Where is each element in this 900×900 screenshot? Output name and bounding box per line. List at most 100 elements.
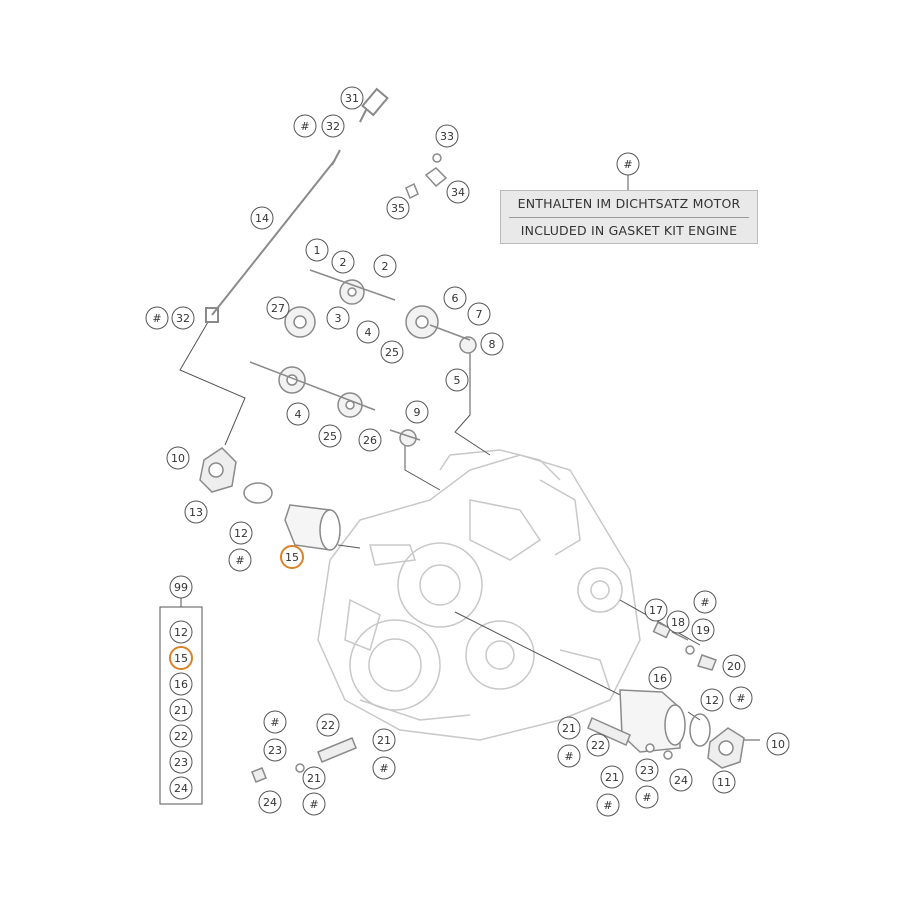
callout-circle [648, 666, 672, 690]
callout-22: 22 [169, 724, 193, 748]
callout-circle [169, 776, 193, 800]
callout-4: 4 [286, 402, 310, 426]
callout-circle [691, 618, 715, 642]
callout-24: 24 [669, 768, 693, 792]
callout-label: 24 [174, 782, 188, 795]
callout-label: 35 [391, 202, 405, 215]
callout-12: 12 [169, 620, 193, 644]
callout-circle [293, 114, 317, 138]
callout-circle [435, 124, 459, 148]
callout-circle [229, 521, 253, 545]
callout-label: 33 [440, 130, 454, 143]
callout-31: 31 [340, 86, 364, 110]
callout-circle [169, 575, 193, 599]
gasket-kit-legend: ENTHALTEN IM DICHTSATZ MOTOR INCLUDED IN… [500, 190, 758, 244]
callout-label: 31 [345, 92, 359, 105]
callout-circle [171, 306, 195, 330]
callout-3: 3 [326, 306, 350, 330]
callout-label: 6 [452, 292, 459, 305]
callout-circle [321, 114, 345, 138]
callout-label: 25 [323, 430, 337, 443]
callout-label: 17 [649, 604, 663, 617]
legend-line-english: INCLUDED IN GASKET KIT ENGINE [520, 223, 738, 238]
legend-marker-label: # [623, 158, 632, 171]
callout-label: # [642, 791, 651, 804]
callout-99: 99 [169, 575, 193, 599]
callout-label: # [235, 554, 244, 567]
callout-1: 1 [305, 238, 329, 262]
callout-hash: # [372, 756, 396, 780]
callout-34: 34 [446, 180, 470, 204]
callout-label: # [270, 716, 279, 729]
callout-10: 10 [766, 732, 790, 756]
callout-label: 22 [591, 739, 605, 752]
callout-hash: # [557, 744, 581, 768]
callout-circle [480, 332, 504, 356]
callout-10: 10 [166, 446, 190, 470]
callout-circle [302, 766, 326, 790]
callout-label: 8 [489, 338, 496, 351]
callout-label: 27 [271, 302, 285, 315]
callout-circle [169, 672, 193, 696]
callout-5: 5 [445, 368, 469, 392]
callout-circle [280, 545, 304, 569]
callout-circle [693, 590, 717, 614]
callout-22: 22 [316, 713, 340, 737]
callout-6: 6 [443, 286, 467, 310]
callout-label: # [379, 762, 388, 775]
callout-circle [372, 756, 396, 780]
callout-label: 10 [771, 738, 785, 751]
callout-label: 3 [335, 312, 342, 325]
callout-circle [386, 196, 410, 220]
callout-circle [166, 446, 190, 470]
callout-circle [443, 286, 467, 310]
callout-circle [405, 400, 429, 424]
callout-label: 14 [255, 212, 269, 225]
callout-circle [669, 768, 693, 792]
filter-cover-left [199, 447, 341, 551]
callout-label: 15 [174, 652, 188, 665]
callout-label: 21 [377, 734, 391, 747]
callout-16: 16 [169, 672, 193, 696]
callout-hash: # [293, 114, 317, 138]
callout-label: 11 [717, 776, 731, 789]
callout-label: # [152, 312, 161, 325]
callout-label: 21 [307, 772, 321, 785]
callout-label: # [603, 799, 612, 812]
crankcase-outline [317, 449, 641, 741]
callout-label: 23 [268, 744, 282, 757]
callout-circle [722, 654, 746, 678]
callout-label: 24 [263, 796, 277, 809]
legend-marker-circle [616, 152, 640, 176]
legend-line-german: ENTHALTEN IM DICHTSATZ MOTOR [517, 196, 741, 211]
shafts [249, 269, 471, 441]
callout-9: 9 [405, 400, 429, 424]
callout-circle [766, 732, 790, 756]
callout-21: 21 [169, 698, 193, 722]
callout-hash: # [228, 548, 252, 572]
fittings [405, 153, 448, 200]
callout-hash: # [145, 306, 169, 330]
callout-4: 4 [356, 320, 380, 344]
callout-15-highlighted: 15 [169, 646, 193, 670]
callout-7: 7 [467, 302, 491, 326]
callout-label: 12 [234, 527, 248, 540]
callout-circle [286, 402, 310, 426]
callout-label: 9 [414, 406, 421, 419]
callout-22: 22 [586, 733, 610, 757]
callout-13: 13 [184, 500, 208, 524]
callout-circle [228, 548, 252, 572]
callout-label: # [700, 596, 709, 609]
callout-label: 99 [174, 581, 188, 594]
callout-label: 21 [562, 722, 576, 735]
callout-circle [446, 180, 470, 204]
callout-label: 21 [605, 771, 619, 784]
callout-label: 20 [727, 660, 741, 673]
callout-circle [700, 688, 724, 712]
callout-label: 5 [454, 374, 461, 387]
callout-24: 24 [169, 776, 193, 800]
callout-23: 23 [263, 738, 287, 762]
callout-label: # [300, 120, 309, 133]
callout-14: 14 [250, 206, 274, 230]
